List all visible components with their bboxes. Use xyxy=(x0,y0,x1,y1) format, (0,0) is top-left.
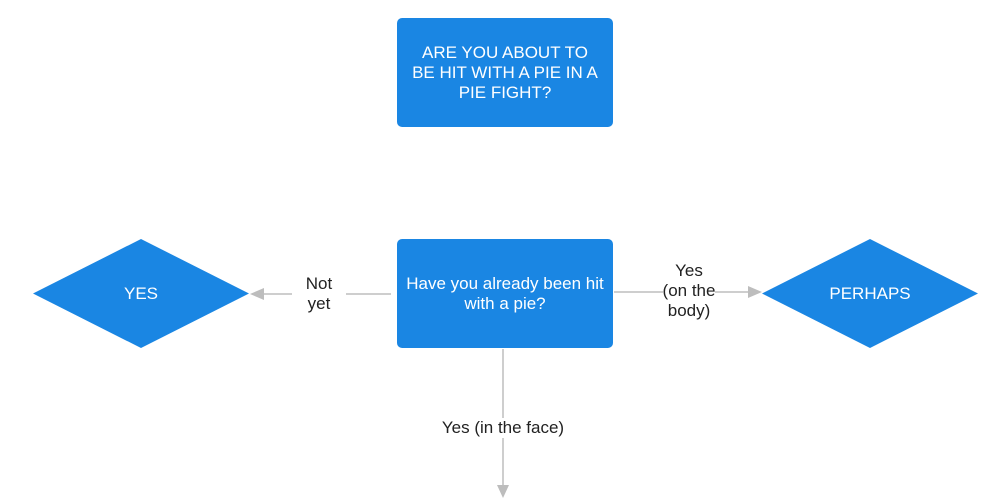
edge-label-yes-body-line1: Yes xyxy=(675,261,703,280)
middle-question-text: Have you already been hit with a pie? xyxy=(406,273,604,313)
edge-label-yes-body-line2: (on the xyxy=(662,281,716,300)
arrowhead-left xyxy=(250,288,264,300)
edge-label-yes-body-line3: body) xyxy=(667,301,711,320)
edge-label-not-yet: Not yet xyxy=(292,274,346,314)
top-question-text: ARE YOU ABOUT TO BE HIT WITH A PIE IN A … xyxy=(412,42,598,102)
yes-diamond-shape xyxy=(33,239,249,348)
perhaps-diamond: PERHAPS xyxy=(762,239,978,348)
yes-diamond: YES xyxy=(33,239,249,348)
middle-question-box: Have you already been hit with a pie? xyxy=(397,239,613,348)
arrowhead-right xyxy=(748,286,762,298)
perhaps-diamond-label: PERHAPS xyxy=(829,283,911,303)
edge-label-yes-face-text: Yes (in the face) xyxy=(439,418,567,437)
top-question-box: ARE YOU ABOUT TO BE HIT WITH A PIE IN A … xyxy=(397,18,613,127)
edge-label-not-yet-line2: yet xyxy=(307,294,331,313)
edge-label-yes-face: Yes (in the face) xyxy=(420,418,586,438)
edge-label-not-yet-line1: Not xyxy=(305,274,333,293)
yes-diamond-label: YES xyxy=(123,283,159,303)
arrowhead-down xyxy=(497,485,509,498)
edge-label-yes-body: Yes (on the body) xyxy=(652,261,726,321)
perhaps-diamond-shape xyxy=(762,239,978,348)
